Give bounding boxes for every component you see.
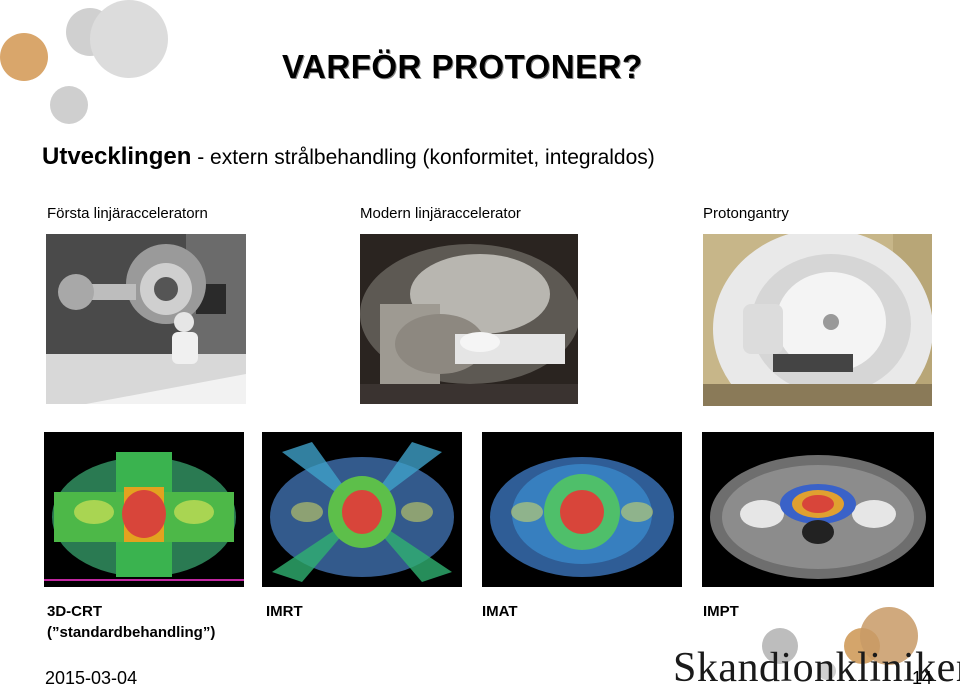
decor-circle xyxy=(762,628,798,664)
scan-label-line: (”standardbehandling”) xyxy=(47,624,216,641)
dose-scan-3dcrt xyxy=(44,432,244,587)
modern-linac-photo xyxy=(360,234,578,404)
decor-circle xyxy=(818,662,836,680)
subtitle-rest: - extern strålbehandling (konformitet, i… xyxy=(191,146,655,169)
decor-circle xyxy=(90,0,168,78)
slide-title: VARFÖR PROTONER? xyxy=(282,48,643,85)
slide-subtitle: Utvecklingen - extern strålbehandling (k… xyxy=(42,143,655,171)
dose-scan-imrt xyxy=(262,432,462,587)
scan-label-line: 3D-CRT xyxy=(47,603,102,620)
photo-caption: Protongantry xyxy=(703,205,789,222)
scan-label: IMAT xyxy=(482,601,518,622)
scan-label: IMPT xyxy=(703,601,739,622)
scan-label: 3D-CRT (”standardbehandling”) xyxy=(47,601,215,643)
dose-scan-impt xyxy=(702,432,934,587)
footer-date: 2015-03-04 xyxy=(45,668,138,688)
proton-gantry-photo xyxy=(703,234,932,406)
scan-label-line: IMPT xyxy=(703,603,739,620)
scan-label-line: IMRT xyxy=(266,603,303,620)
photo-caption: Modern linjäraccelerator xyxy=(360,205,521,222)
page-number: 14 xyxy=(912,668,933,688)
scan-label: IMRT xyxy=(266,601,303,622)
subtitle-bold: Utvecklingen xyxy=(42,143,192,170)
skandionkliniken-logo: Skandionkliniken xyxy=(673,645,960,691)
decor-circle xyxy=(860,607,918,665)
decor-circle xyxy=(0,33,48,81)
scan-label-line: IMAT xyxy=(482,603,518,620)
photo-caption: Första linjäracceleratorn xyxy=(47,205,208,222)
decor-circle xyxy=(50,86,88,124)
first-linac-photo xyxy=(46,234,246,404)
dose-scan-imat xyxy=(482,432,682,587)
